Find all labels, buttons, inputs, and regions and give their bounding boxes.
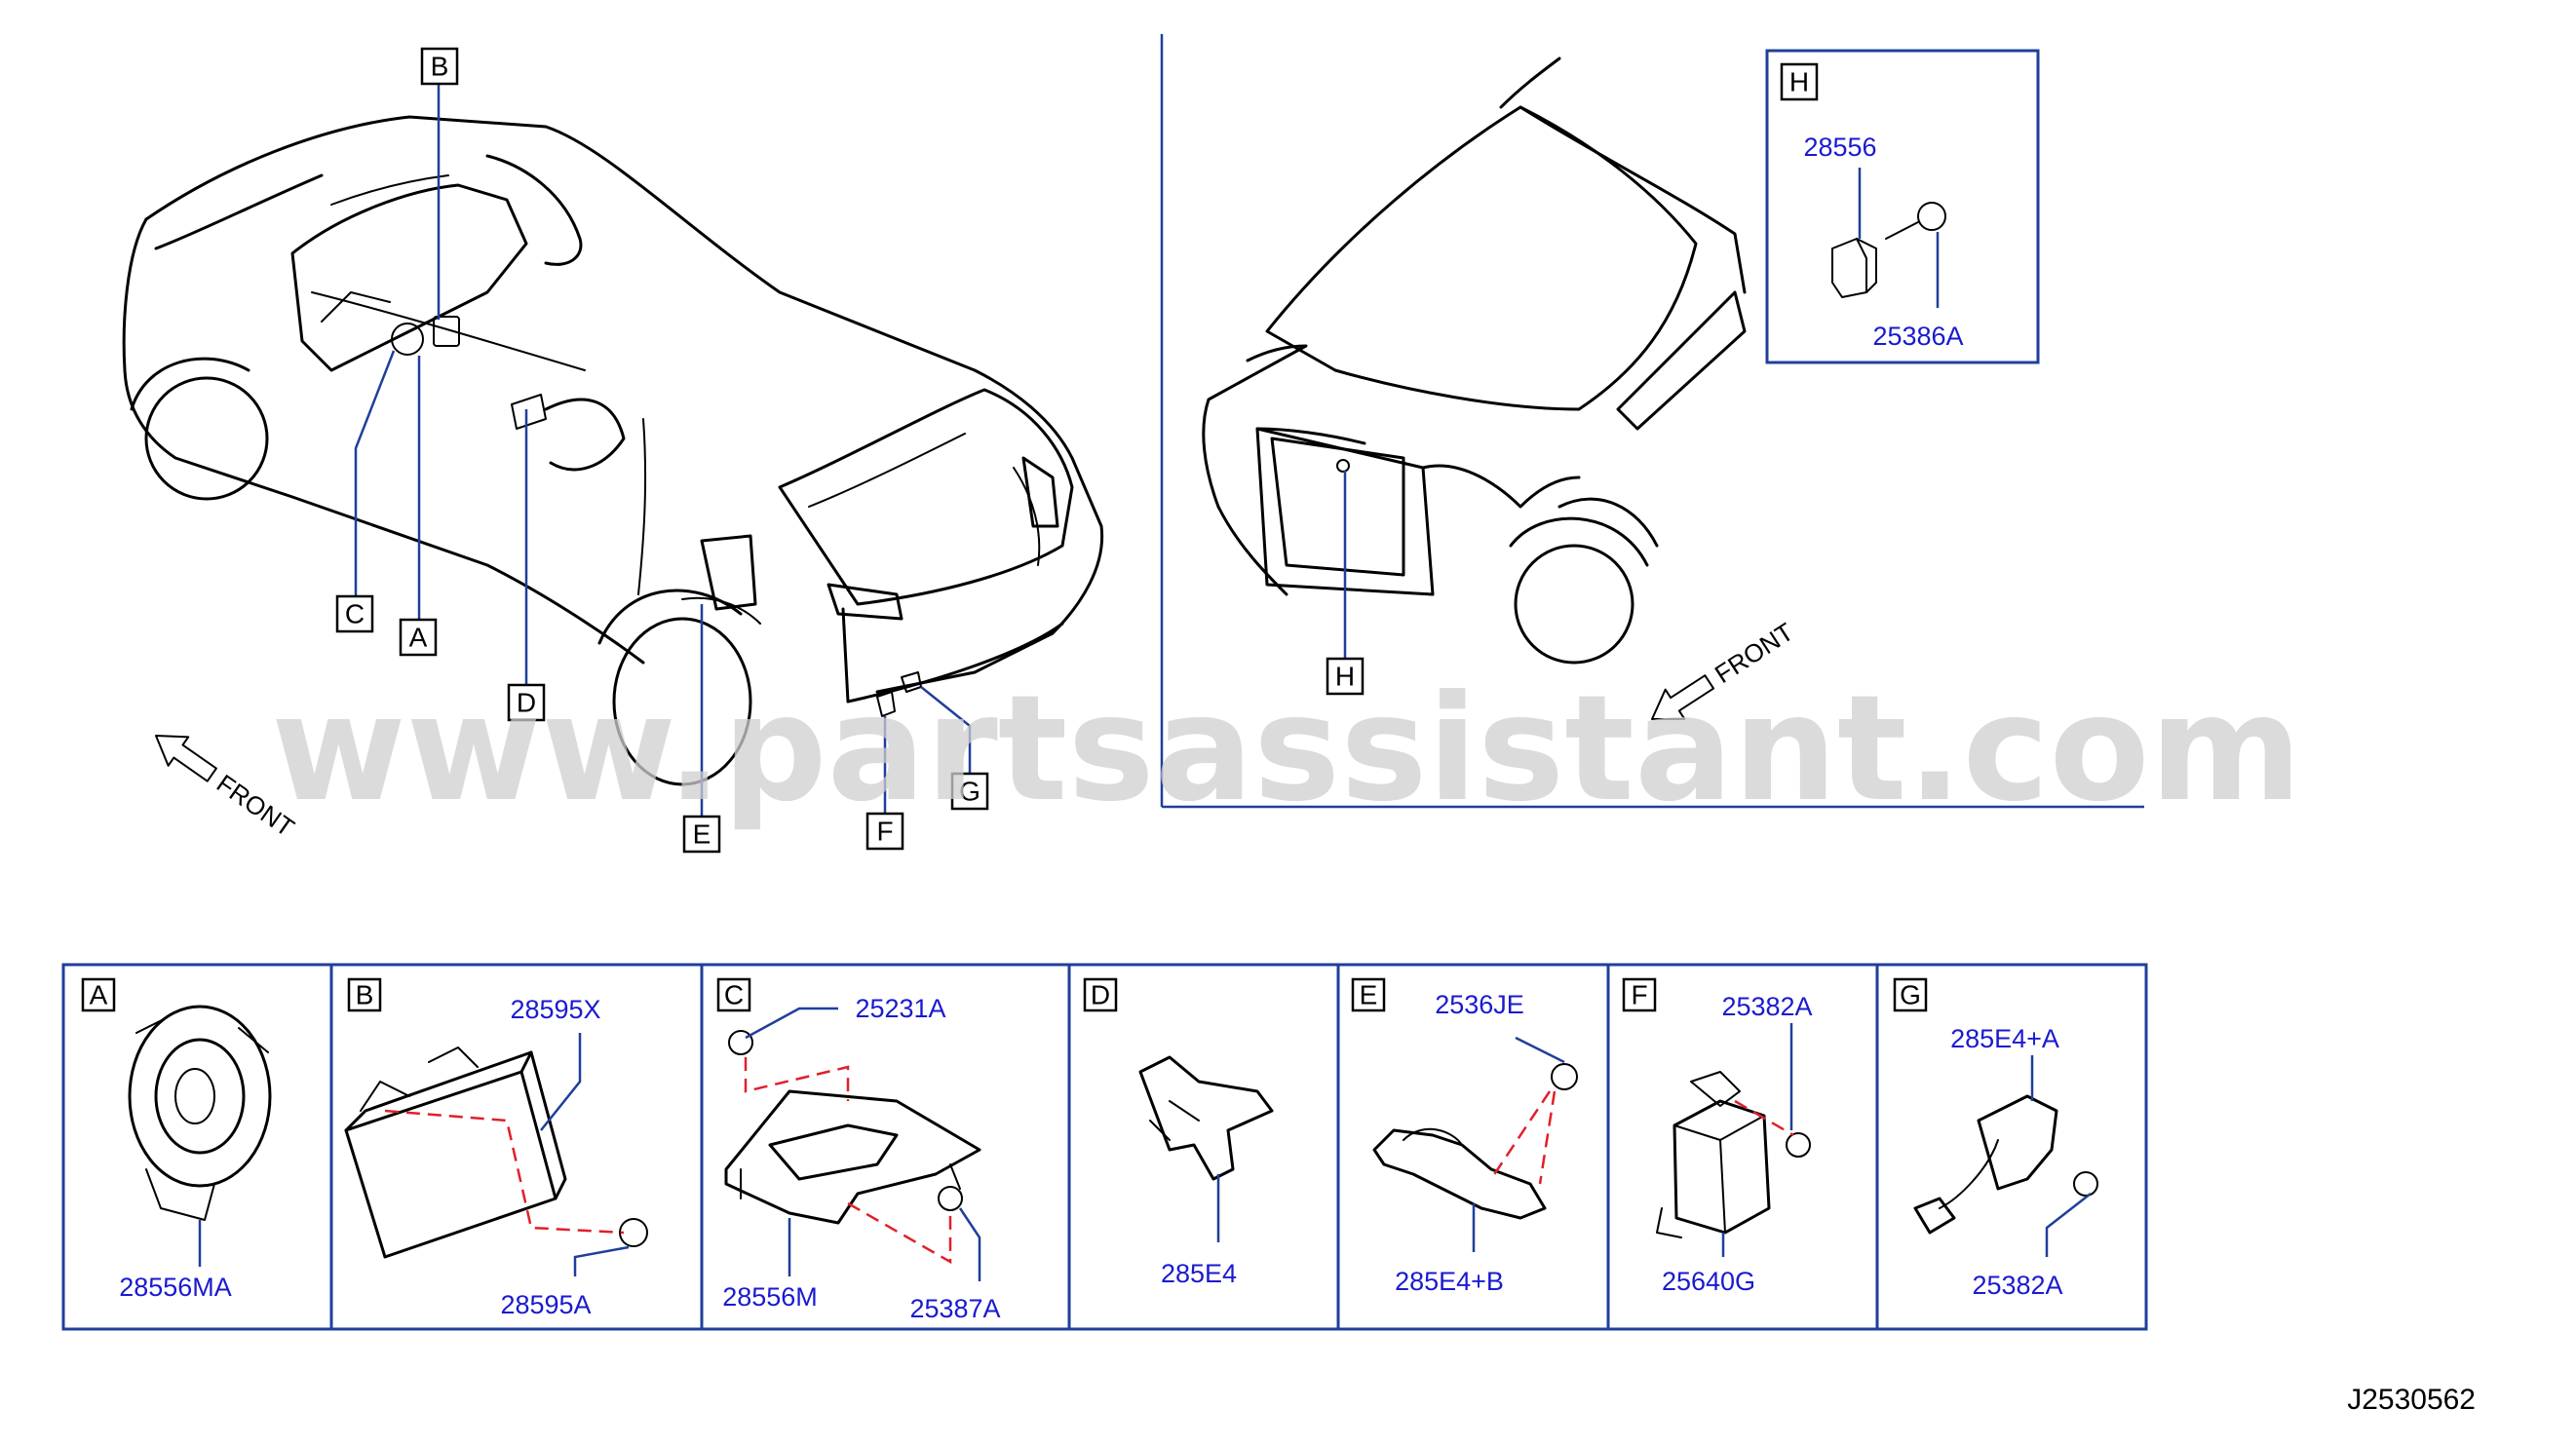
svg-text:H: H xyxy=(1789,67,1809,97)
svg-text:E: E xyxy=(693,819,711,850)
svg-text:25382A: 25382A xyxy=(1721,992,1812,1021)
diagram-reference: J2530562 xyxy=(2347,1384,2476,1416)
svg-text:28595X: 28595X xyxy=(510,995,600,1024)
svg-text:F: F xyxy=(1631,980,1647,1010)
callout-b: B xyxy=(420,47,459,86)
svg-text:28556MA: 28556MA xyxy=(119,1273,232,1302)
callout-d: D xyxy=(507,683,546,722)
svg-text:25382A: 25382A xyxy=(1972,1271,2062,1300)
panel-row-frames xyxy=(61,963,2148,1331)
rear-leader-lines xyxy=(354,83,972,817)
rear-vehicle-drawing xyxy=(122,115,1104,786)
callout-g: G xyxy=(950,772,989,811)
callout-f: F xyxy=(865,812,904,851)
svg-text:G: G xyxy=(1900,980,1921,1010)
panel-g: G 285E4+A 25382A xyxy=(1893,977,2098,1300)
svg-text:A: A xyxy=(409,623,428,653)
svg-text:D: D xyxy=(517,688,536,718)
svg-text:25386A: 25386A xyxy=(1872,322,1963,351)
panel-h: H 28556 25386A xyxy=(1765,49,2040,364)
svg-text:28556: 28556 xyxy=(1803,133,1876,162)
svg-text:D: D xyxy=(1091,980,1110,1010)
svg-text:A: A xyxy=(90,980,108,1010)
panel-f: F 25382A 25640G xyxy=(1622,977,1813,1296)
svg-text:G: G xyxy=(959,777,980,807)
panel-c: C 25231A 28556M 25387A xyxy=(716,977,1001,1323)
svg-text:B: B xyxy=(431,52,449,82)
callout-e: E xyxy=(682,815,721,854)
svg-text:285E4: 285E4 xyxy=(1161,1259,1237,1288)
svg-text:H: H xyxy=(1335,662,1355,692)
panel-d: D 285E4 xyxy=(1083,977,1274,1288)
svg-text:E: E xyxy=(1360,980,1378,1010)
callout-c: C xyxy=(335,594,374,633)
svg-text:25387A: 25387A xyxy=(909,1294,1000,1323)
svg-text:C: C xyxy=(724,980,744,1010)
svg-text:28595A: 28595A xyxy=(500,1290,591,1319)
panel-b: B 28595X 28595A xyxy=(344,977,648,1319)
svg-text:B: B xyxy=(356,980,374,1010)
callout-h-front: H xyxy=(1326,657,1365,696)
svg-text:25231A: 25231A xyxy=(855,994,945,1023)
svg-text:28556M: 28556M xyxy=(722,1282,818,1312)
svg-text:F: F xyxy=(876,817,893,847)
front-vehicle-drawing xyxy=(1202,57,1747,665)
svg-text:285E4+B: 285E4+B xyxy=(1395,1267,1504,1296)
svg-text:2536JE: 2536JE xyxy=(1435,990,1524,1019)
svg-text:25640G: 25640G xyxy=(1662,1267,1755,1296)
svg-text:C: C xyxy=(345,599,365,629)
panel-e: E 2536JE 285E4+B xyxy=(1351,977,1578,1296)
callout-a: A xyxy=(399,618,438,657)
svg-text:285E4+A: 285E4+A xyxy=(1950,1024,2059,1053)
watermark: www.partsassistant.com xyxy=(271,665,2302,834)
panel-a: A 28556MA xyxy=(81,977,272,1302)
